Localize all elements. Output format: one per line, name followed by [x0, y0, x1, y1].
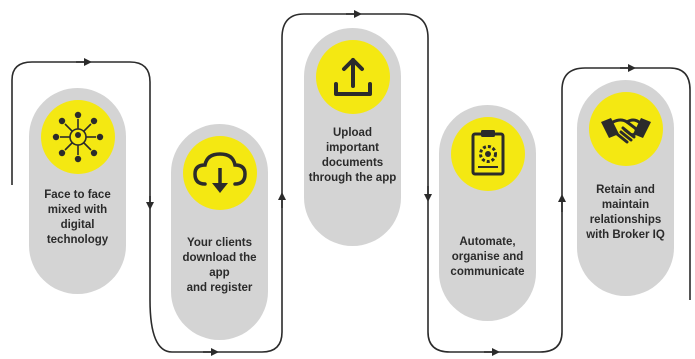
- handshake-icon: [601, 118, 651, 144]
- step-1-icon-badge: [41, 100, 115, 174]
- step-3-icon-badge: [316, 40, 390, 114]
- step-5-label: Retain and maintain relationships with B…: [586, 184, 665, 241]
- step-2-label: Your clients download the app and regist…: [182, 237, 257, 294]
- step-3-label: Upload important documents through the a…: [308, 127, 397, 184]
- network-people-icon: [52, 111, 104, 163]
- step-1-card: Face to face mixed with digital technolo…: [29, 88, 126, 294]
- step-4-label: Automate, organise and communicate: [450, 236, 525, 278]
- step-3-card: Upload important documents through the a…: [304, 28, 401, 246]
- step-5-icon-badge: [589, 92, 663, 166]
- step-5-card: Retain and maintain relationships with B…: [577, 80, 674, 296]
- upload-icon: [334, 58, 372, 96]
- clipboard-gear-icon: [471, 130, 505, 176]
- step-4-icon-badge: [451, 117, 525, 191]
- step-2-card: Your clients download the app and regist…: [171, 124, 268, 340]
- cloud-download-icon: [193, 152, 247, 193]
- step-1-label: Face to face mixed with digital technolo…: [44, 189, 111, 246]
- step-2-icon-badge: [183, 136, 257, 210]
- step-4-card: Automate, organise and communicate: [439, 105, 536, 321]
